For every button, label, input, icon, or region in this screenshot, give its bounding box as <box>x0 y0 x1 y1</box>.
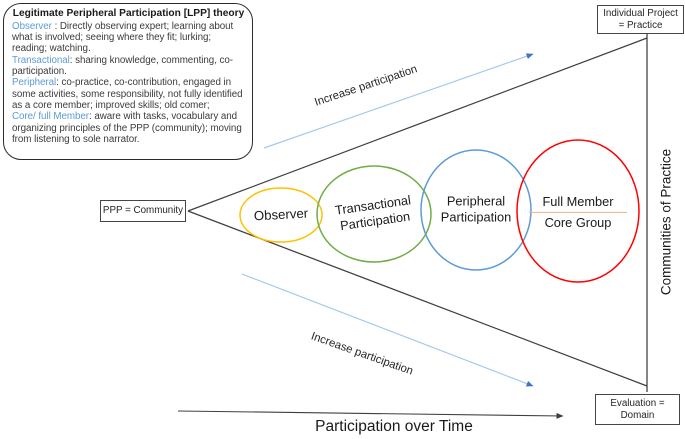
lpp-entry-desc: : co-practice, co-contribution, engaged … <box>12 77 243 111</box>
evaluation-line1: Evaluation = <box>610 397 665 409</box>
lpp-entries: Observer : Directly observing expert; le… <box>12 21 245 146</box>
individual-project-line1: Individual Project <box>603 7 678 19</box>
observer-stage-label: Observer <box>253 205 309 224</box>
lpp-entry-term: Observer <box>12 20 52 32</box>
individual-project-box: Individual Project = Practice <box>597 5 684 34</box>
full-member-line1: Full Member <box>542 193 614 209</box>
lpp-entry-term: Peripheral <box>12 77 57 89</box>
peripheral-ellipse <box>420 149 532 271</box>
peripheral-stage-line2: Participation <box>440 209 512 224</box>
transactional-ellipse <box>316 165 432 263</box>
communities-of-practice-label: Communities of Practice <box>658 148 674 296</box>
increase-participation-arrow-bottom <box>241 273 534 387</box>
lpp-entry: Observer : Directly observing expert; le… <box>12 21 245 55</box>
peripheral-stage-line1: Peripheral <box>446 193 506 209</box>
participation-over-time-label: Participation over Time <box>315 418 473 435</box>
full-member-ellipse <box>516 139 640 283</box>
evaluation-line2: Domain <box>620 409 655 421</box>
ppp-community-label: PPP = Community <box>102 205 184 217</box>
core-group-divider <box>529 211 627 213</box>
lpp-theory-box: Legitimate Peripheral Participation [LPP… <box>3 3 253 160</box>
evaluation-domain-box: Evaluation = Domain <box>595 394 680 425</box>
observer-ellipse <box>239 187 323 243</box>
lpp-entry-term: Core/ full Member <box>12 111 90 123</box>
full-member-stage-label: Full Member Core Group <box>529 194 627 230</box>
triangle-top-edge <box>187 37 648 212</box>
time-axis-arrow <box>177 410 564 419</box>
ppp-community-box: PPP = Community <box>100 200 186 222</box>
individual-project-line2: = Practice <box>618 19 663 31</box>
lpp-entry: Peripheral: co-practice, co-contribution… <box>12 77 245 111</box>
peripheral-stage-label: Peripheral Participation <box>441 193 511 224</box>
lpp-entry-term: Transactional <box>12 54 70 66</box>
lpp-entry-desc: : sharing knowledge, commenting, co-part… <box>12 54 233 77</box>
lpp-entry: Core/ full Member: aware with tasks, voc… <box>12 111 245 145</box>
lpp-entry-desc: : aware with tasks, vocabulary and organ… <box>12 111 242 145</box>
lpp-entry-desc: : Directly observing expert; learning ab… <box>12 20 234 55</box>
increase-participation-arrow-top <box>263 53 534 149</box>
lpp-entry: Transactional: sharing knowledge, commen… <box>12 55 245 78</box>
core-group-line2: Core Group <box>544 214 612 230</box>
lpp-theory-title: Legitimate Peripheral Participation [LPP… <box>12 8 245 19</box>
